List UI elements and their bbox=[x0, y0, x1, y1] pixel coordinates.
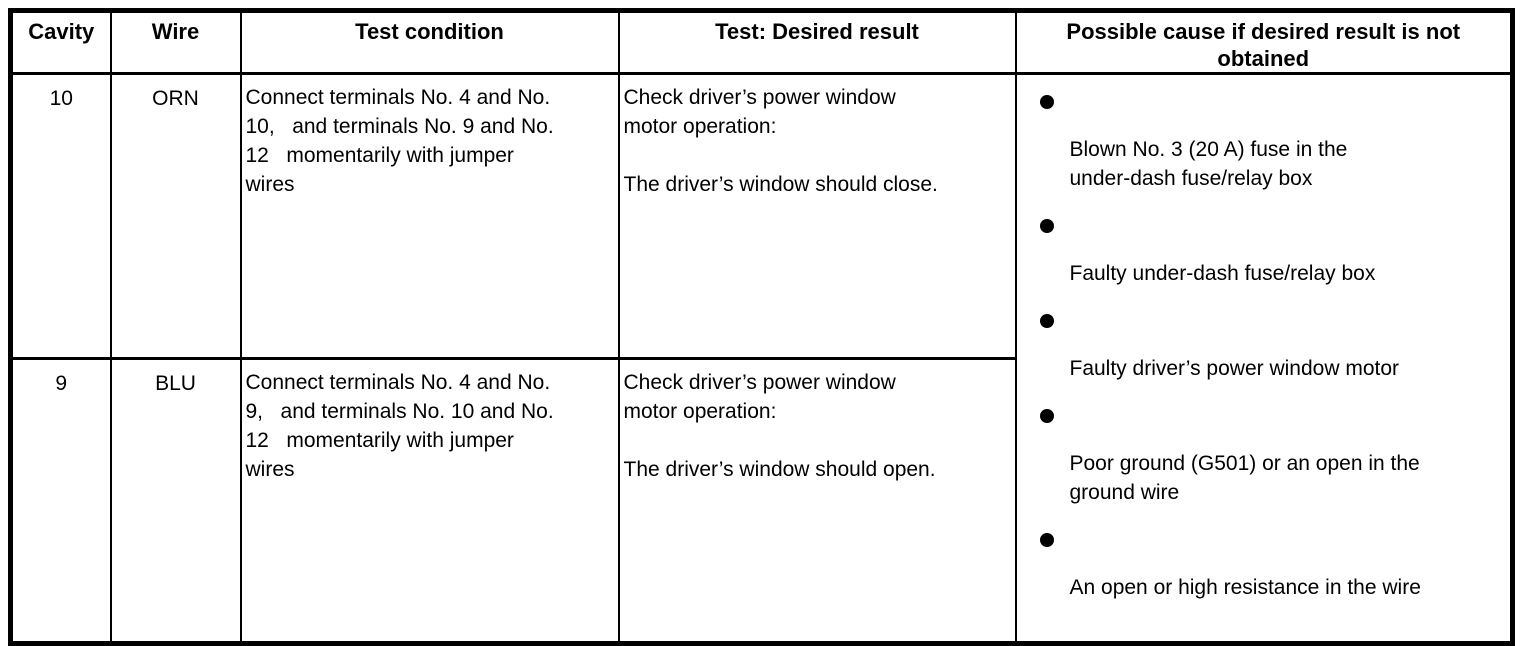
possible-causes-list: Blown No. 3 (20 A) fuse in the under-das… bbox=[1018, 76, 1511, 632]
cause-text: An open or high resistance in the wire bbox=[1069, 576, 1421, 599]
table-row-cavity-10: 10 ORN Connect terminals No. 4 and No. 1… bbox=[9, 72, 1514, 645]
bullet-icon bbox=[1039, 95, 1054, 109]
cell-desired-result: Check driver’s power window motor operat… bbox=[617, 72, 1017, 360]
table-header-row: Cavity Wire Test condition Test: Desired… bbox=[9, 9, 1514, 75]
cause-item: Faulty under-dash fuse/relay box bbox=[1039, 219, 1501, 288]
cause-text: Faulty under-dash fuse/relay box bbox=[1069, 262, 1376, 285]
bullet-icon bbox=[1039, 533, 1054, 547]
cause-item: An open or high resistance in the wire bbox=[1039, 533, 1501, 602]
header-wire: Wire bbox=[109, 9, 242, 75]
table-row-cavity-9: 9 BLU Connect terminals No. 4 and No. 9,… bbox=[9, 357, 1513, 645]
cause-item: Blown No. 3 (20 A) fuse in the under-das… bbox=[1039, 95, 1501, 193]
header-possible-cause: Possible cause if desired result is not … bbox=[1014, 9, 1514, 75]
cause-text: Poor ground (G501) or an open in the gro… bbox=[1069, 452, 1420, 504]
cell-test-condition: Connect terminals No. 4 and No. 9, and t… bbox=[239, 357, 620, 645]
cause-text: Blown No. 3 (20 A) fuse in the under-das… bbox=[1069, 138, 1348, 190]
cause-item: Faulty driver’s power window motor bbox=[1039, 314, 1501, 383]
bullet-icon bbox=[1039, 409, 1054, 423]
header-test-condition: Test condition bbox=[239, 9, 620, 75]
header-desired-result: Test: Desired result bbox=[617, 9, 1017, 75]
cause-item: Poor ground (G501) or an open in the gro… bbox=[1039, 409, 1501, 507]
bullet-icon bbox=[1039, 219, 1054, 233]
cell-desired-result: Check driver’s power window motor operat… bbox=[617, 357, 1017, 645]
header-cavity: Cavity bbox=[9, 9, 112, 75]
cell-cavity-value: 10 bbox=[9, 72, 112, 360]
cause-text: Faulty driver’s power window motor bbox=[1069, 357, 1400, 380]
cell-cavity-value: 9 bbox=[9, 357, 112, 645]
cell-possible-causes: Blown No. 3 (20 A) fuse in the under-das… bbox=[1014, 72, 1514, 645]
cell-wire-color: ORN bbox=[109, 72, 242, 360]
cell-wire-color: BLU bbox=[109, 357, 242, 645]
troubleshooting-table: Cavity Wire Test condition Test: Desired… bbox=[8, 8, 1515, 646]
bullet-icon bbox=[1039, 314, 1054, 328]
cell-test-condition: Connect terminals No. 4 and No. 10, and … bbox=[239, 72, 620, 360]
